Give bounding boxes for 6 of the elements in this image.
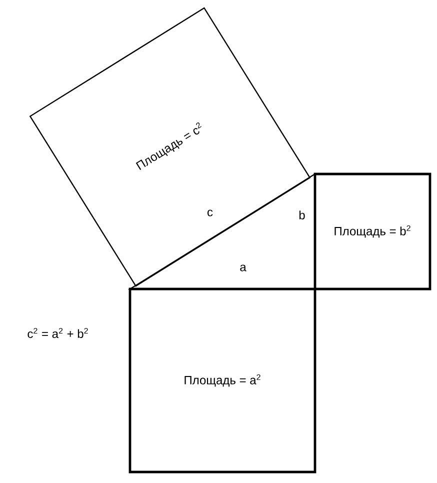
area-square: Площадь = b$^{2}$ bbox=[314, 172, 432, 290]
formula-label: c$^{2}$ = a$^{2}$ + b$^{2}$ bbox=[28, 328, 88, 338]
side-label: c bbox=[208, 210, 213, 216]
area-square: Площадь = a$^{2}$ bbox=[128, 288, 316, 474]
side-label: a bbox=[240, 264, 246, 272]
side-label: b bbox=[299, 210, 305, 220]
